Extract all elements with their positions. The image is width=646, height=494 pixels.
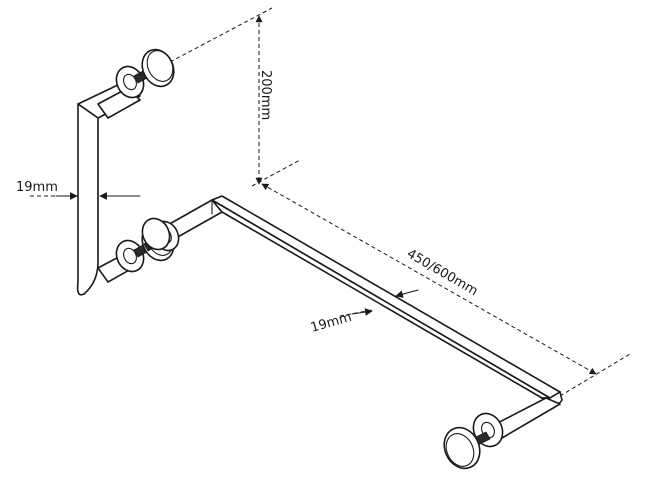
vertical-bar-body: [76, 103, 99, 296]
bottom-rear-mount-inner: [123, 247, 137, 265]
height-label: 200mm: [258, 70, 273, 120]
dimension-lines: [30, 7, 631, 397]
horizontal-diameter-arrow-upper: [395, 289, 419, 298]
long-bar-top: [211, 195, 561, 399]
length-dimension-line: [261, 183, 597, 375]
horizontal-diameter-arrow-lower: [351, 308, 373, 316]
vertical-handle: [76, 48, 175, 296]
height-extension-top: [169, 7, 273, 63]
length-extension-right: [559, 353, 631, 397]
top-rear-mount-inner: [123, 73, 137, 91]
right-rear-mount-inner: [481, 421, 495, 439]
right-front-disc-rim: [445, 433, 475, 467]
vertical-diameter-label: 19mm: [16, 180, 58, 195]
top-front-disc-rim: [146, 50, 174, 82]
horizontal-handle: [141, 195, 563, 470]
horizontal-diameter-label: 19mm: [309, 310, 353, 336]
long-bar-face: [211, 199, 551, 399]
right-front-disc: [443, 426, 481, 470]
left-front-disc: [141, 217, 171, 251]
